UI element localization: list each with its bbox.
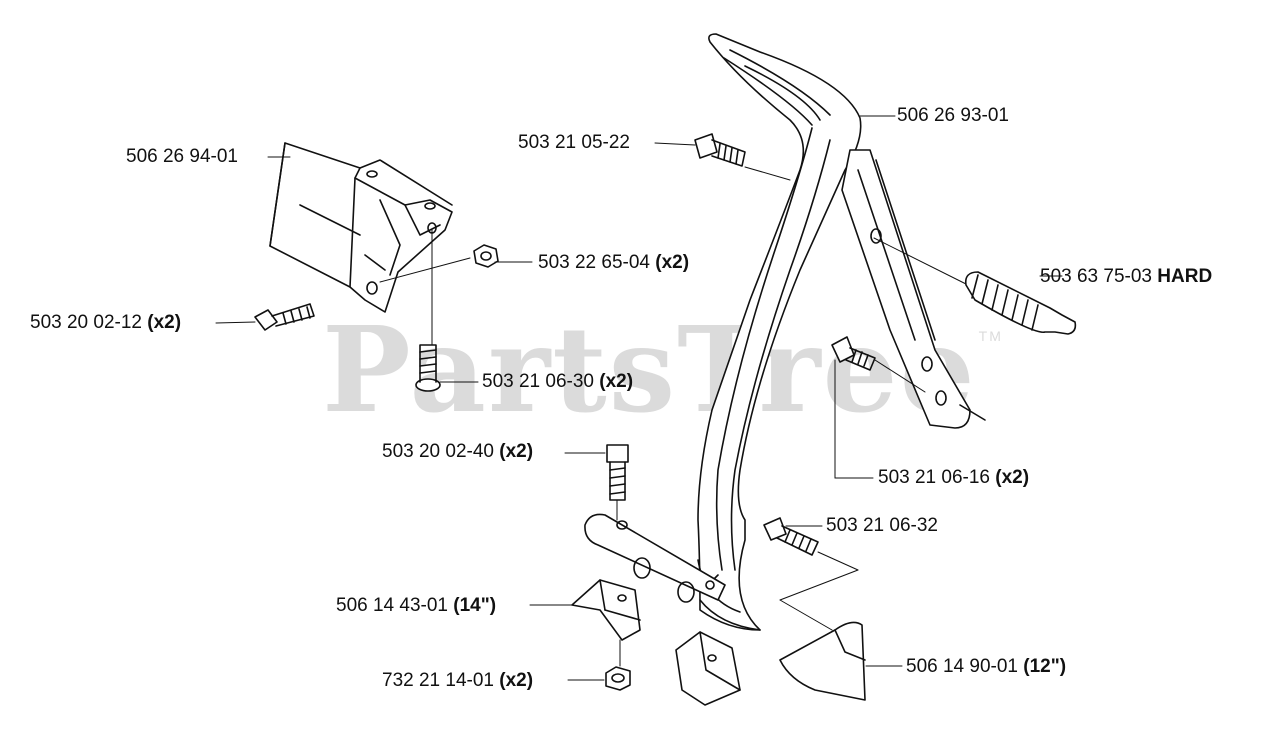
label-506-14-43-01: 506 14 43-01 (14") — [336, 595, 497, 616]
bolt-503-21-06-30 — [415, 344, 441, 392]
label-503-21-06-16: 503 21 06-16 (x2) — [878, 467, 1030, 488]
alignment-lines — [215, 115, 1063, 681]
label-503-63-75-03: 503 63 75-03 HARD — [1040, 266, 1213, 287]
nut-503-22-65-04 — [473, 244, 499, 268]
bolt-503-21-05-22 — [694, 133, 746, 167]
label-503-21-06-32: 503 21 06-32 — [826, 515, 938, 536]
label-506-26-94-01: 506 26 94-01 — [126, 146, 238, 167]
bolt-503-21-06-32 — [763, 517, 819, 556]
label-503-21-05-22: 503 21 05-22 — [518, 132, 630, 153]
bolt-503-21-06-16 — [831, 336, 876, 371]
bolt-503-20-02-12 — [254, 303, 315, 331]
label-503-20-02-40: 503 20 02-40 (x2) — [382, 441, 534, 462]
label-732-21-14-01: 732 21 14-01 (x2) — [382, 670, 534, 691]
label-503-21-06-30: 503 21 06-30 (x2) — [482, 371, 634, 392]
label-506-26-93-01: 506 26 93-01 — [897, 105, 1009, 126]
spike-506-14-90-01 — [779, 621, 866, 701]
bracket-part — [269, 142, 453, 313]
bolt-503-20-02-40 — [606, 444, 629, 501]
nut-732-21-14-01 — [605, 666, 631, 691]
spike-506-14-43-01 — [571, 579, 641, 641]
label-503-22-65-04: 503 22 65-04 (x2) — [538, 252, 690, 273]
label-506-14-90-01: 506 14 90-01 (12") — [906, 656, 1067, 677]
spike-lower — [675, 631, 741, 706]
label-503-20-02-12: 503 20 02-12 (x2) — [30, 312, 182, 333]
buffer-503-63-75-03 — [964, 271, 1077, 335]
foot-bracket — [584, 513, 726, 603]
